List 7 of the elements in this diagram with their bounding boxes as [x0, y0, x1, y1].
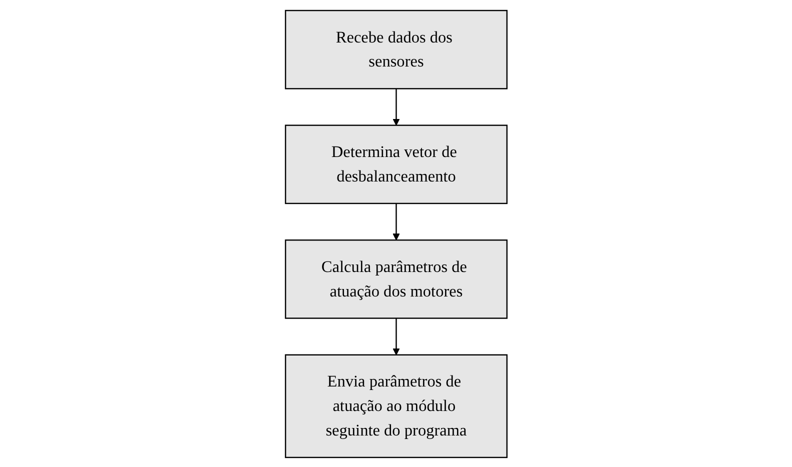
node-box: Determina vetor de desbalanceamento — [284, 124, 508, 204]
node-box: Envia parâmetros de atuação ao módulo seguinte do programa — [284, 354, 508, 458]
arrow — [392, 202, 400, 240]
arrow — [392, 88, 400, 126]
node-box: Recebe dados dos sensores — [284, 9, 508, 89]
node-box: Calcula parâmetros de atuação dos motores — [284, 239, 508, 318]
arrow — [392, 318, 400, 355]
